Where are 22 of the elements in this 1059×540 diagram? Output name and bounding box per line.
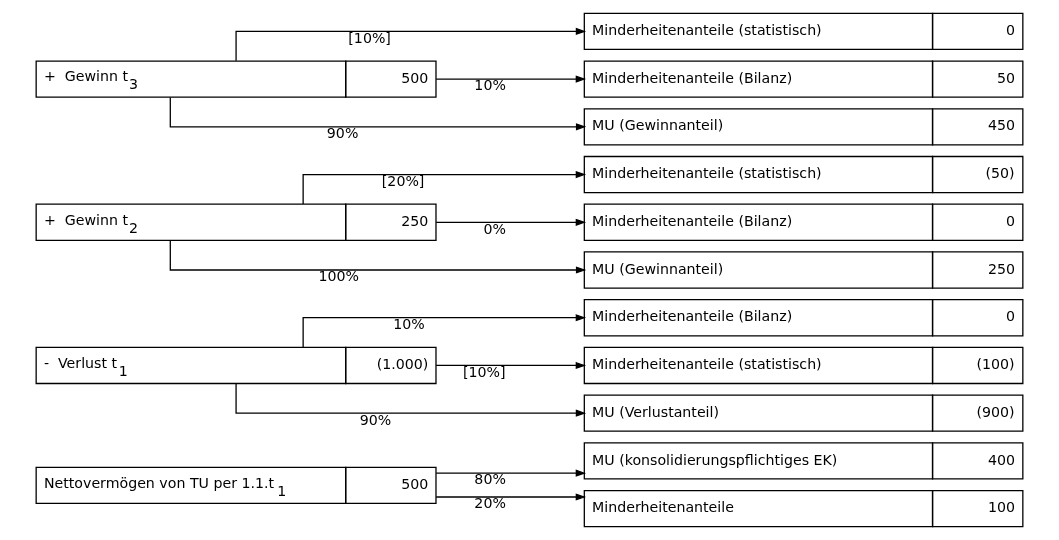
edge-label: 10% [393, 316, 425, 333]
edge-label: 90% [359, 411, 392, 428]
edge-label: [10%] [348, 29, 391, 46]
edge-label: 20% [474, 495, 506, 512]
arrow [435, 361, 587, 370]
arrow [169, 239, 587, 274]
arrow [435, 75, 587, 83]
edge-label: [10%] [463, 363, 506, 380]
arrow [169, 96, 587, 131]
arrow [435, 218, 587, 226]
arrow [435, 469, 587, 477]
edge-label: [20%] [381, 172, 425, 189]
edge-label: 10% [474, 77, 506, 94]
edge-label: 90% [326, 125, 359, 142]
edge-label: 80% [474, 471, 506, 488]
arrow [235, 27, 587, 62]
edge-label: 100% [318, 268, 360, 285]
arrow [302, 170, 587, 205]
arrow [235, 383, 587, 417]
arrow [435, 493, 587, 501]
arrow [302, 314, 587, 348]
edge-label: 0% [483, 220, 506, 237]
